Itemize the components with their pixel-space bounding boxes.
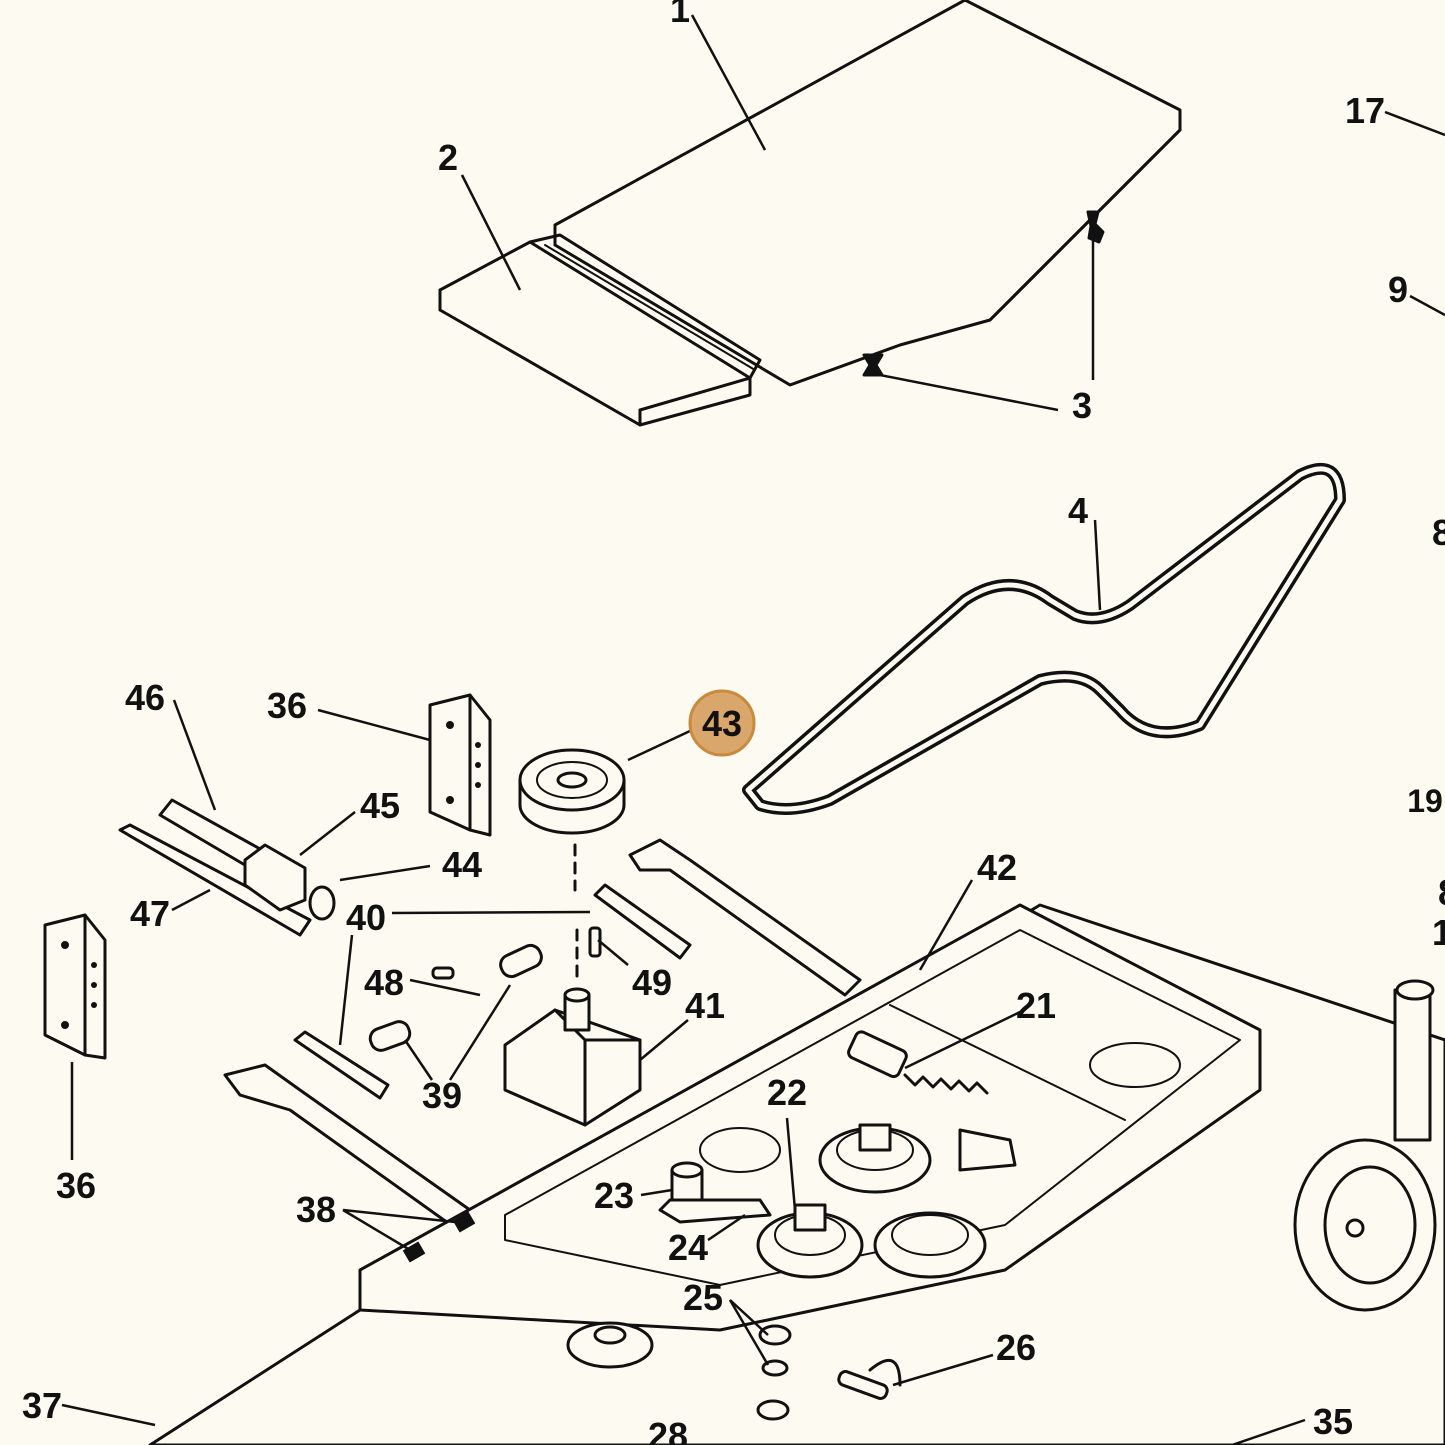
highlight-circle: [688, 689, 756, 757]
label-8-edge: 8: [1438, 872, 1445, 913]
label-41: 41: [685, 985, 725, 1026]
part-42-deck[interactable]: [148, 903, 1445, 1445]
label-36-lower: 36: [56, 1165, 96, 1206]
label-39: 39: [422, 1075, 462, 1116]
label-17: 17: [1345, 90, 1385, 131]
part-28-washer[interactable]: [756, 1399, 790, 1421]
part-36-hinge-lower[interactable]: [43, 913, 107, 1060]
label-24: 24: [668, 1227, 708, 1268]
part-labels: 1 2 3 4 17 9 1 8 19 8 1 43 46 36 45 44 4…: [22, 0, 1445, 1445]
part-1-cover[interactable]: [553, 0, 1182, 387]
part-40-arm-lower[interactable]: [223, 1030, 472, 1230]
label-3: 3: [1072, 385, 1092, 426]
label-40: 40: [346, 897, 386, 938]
label-49: 49: [632, 962, 672, 1003]
part-22-pulley-third[interactable]: [873, 1211, 987, 1279]
part-41-gearbox[interactable]: [503, 928, 642, 1127]
label-19: 19: [1407, 783, 1443, 819]
label-37: 37: [22, 1385, 62, 1426]
part-21-spring[interactable]: [847, 1030, 1017, 1172]
caster-wheel[interactable]: [1293, 979, 1437, 1312]
part-4-belt[interactable]: [742, 462, 1346, 815]
label-23: 23: [594, 1175, 634, 1216]
part-39-pin[interactable]: [367, 942, 544, 1053]
label-1-edge-b: 1: [1432, 912, 1445, 953]
label-42: 42: [977, 847, 1017, 888]
label-26: 26: [996, 1327, 1036, 1368]
label-8: 8: [1432, 512, 1445, 553]
part-38-bolts[interactable]: [402, 1211, 476, 1263]
part-36-hinge-upper[interactable]: [428, 693, 492, 837]
part-22-pulley-right[interactable]: [818, 1123, 932, 1194]
label-28: 28: [648, 1415, 688, 1445]
part-48-pin[interactable]: [431, 966, 455, 980]
part-46-shaft[interactable]: [158, 798, 336, 921]
leader-lines: [61, 14, 1445, 1445]
label-35: 35: [1313, 1401, 1353, 1442]
label-2: 2: [438, 137, 458, 178]
part-47-bar[interactable]: [118, 823, 312, 937]
part-40-arm-upper[interactable]: [593, 838, 862, 997]
label-36-upper: 36: [267, 685, 307, 726]
part-26-pin[interactable]: [837, 1358, 902, 1400]
label-4: 4: [1068, 490, 1088, 531]
part-22-pulley-center[interactable]: [756, 1203, 864, 1279]
part-25-nuts[interactable]: [758, 1324, 792, 1377]
label-43: 43: [702, 703, 742, 744]
label-9: 9: [1388, 269, 1408, 310]
label-22: 22: [767, 1072, 807, 1113]
part-43-pulley[interactable]: [518, 748, 626, 892]
label-38: 38: [296, 1189, 336, 1230]
label-45: 45: [360, 785, 400, 826]
label-21: 21: [1016, 985, 1056, 1026]
label-47: 47: [130, 893, 170, 934]
label-44: 44: [442, 844, 482, 885]
label-48: 48: [364, 962, 404, 1003]
label-46: 46: [125, 677, 165, 718]
label-25: 25: [683, 1277, 723, 1318]
lower-left-pulley: [566, 1321, 654, 1369]
label-1: 1: [670, 0, 690, 30]
